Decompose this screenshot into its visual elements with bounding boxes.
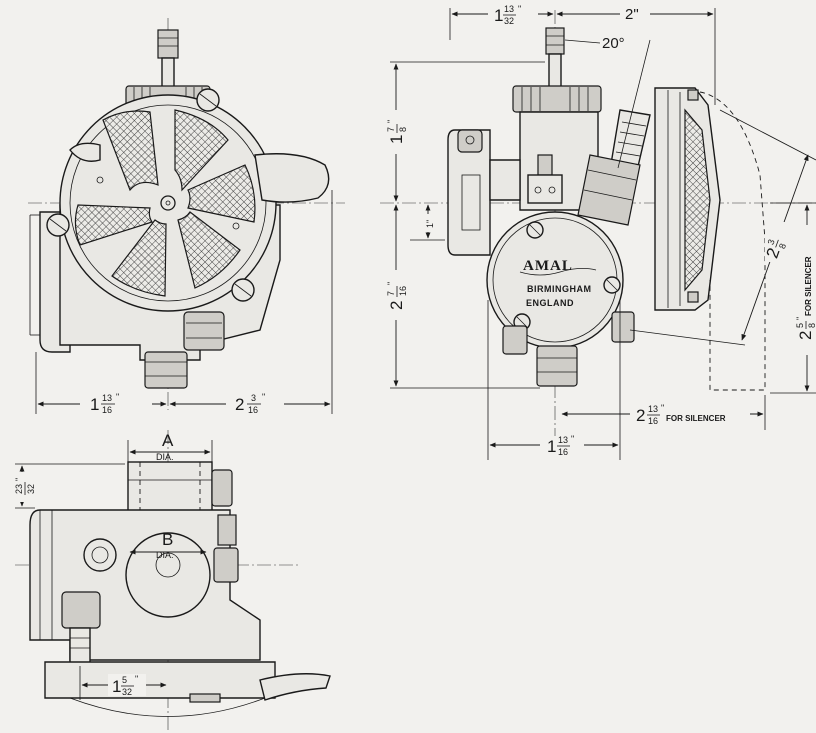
svg-text:2: 2 xyxy=(235,395,244,414)
label-a-dia: DIA. xyxy=(156,452,174,462)
svg-text:13: 13 xyxy=(648,404,658,414)
dim-side-top-left: 1 13 32 " xyxy=(494,4,521,26)
side-view: AMAL BIRMINGHAM ENGLAND xyxy=(380,4,816,460)
svg-text:1: 1 xyxy=(90,395,99,414)
svg-text:23: 23 xyxy=(14,484,24,494)
svg-text:": " xyxy=(262,392,265,402)
svg-text:8: 8 xyxy=(807,323,816,328)
svg-text:16: 16 xyxy=(648,416,658,426)
svg-text:13: 13 xyxy=(504,4,514,14)
svg-text:": " xyxy=(386,120,396,123)
svg-text:FOR SILENCER: FOR SILENCER xyxy=(666,414,726,423)
front-view xyxy=(28,18,345,414)
svg-text:32: 32 xyxy=(26,484,36,494)
svg-text:": " xyxy=(135,674,138,684)
svg-text:5: 5 xyxy=(122,675,127,685)
dim-side-height-lower: 2 7 16 " xyxy=(386,282,408,310)
svg-text:AMAL: AMAL xyxy=(523,258,573,274)
svg-text:1": 1" xyxy=(425,220,435,228)
svg-text:": " xyxy=(795,317,805,320)
svg-text:8: 8 xyxy=(777,242,788,250)
svg-text:13: 13 xyxy=(102,393,112,403)
dim-plan-bottom: 1 5 32 " xyxy=(112,674,138,697)
plan-view xyxy=(14,430,331,733)
svg-text:BIRMINGHAM: BIRMINGHAM xyxy=(527,284,592,294)
svg-text:2: 2 xyxy=(636,406,645,425)
svg-text:FOR SILENCER: FOR SILENCER xyxy=(804,256,813,316)
svg-text:1: 1 xyxy=(112,677,121,696)
label-a: A xyxy=(162,431,174,450)
svg-text:1: 1 xyxy=(547,437,556,456)
svg-text:16: 16 xyxy=(558,447,568,457)
dim-silencer-width: 2 13 16 " FOR SILENCER xyxy=(636,403,726,426)
svg-text:": " xyxy=(661,403,664,413)
svg-text:2: 2 xyxy=(387,301,406,310)
dim-front-right: 2 3 16 " xyxy=(235,392,265,415)
svg-text:3: 3 xyxy=(766,238,777,246)
dim-angle: 20° xyxy=(602,35,625,52)
dim-plan-height: 23 32 " xyxy=(14,478,36,495)
svg-text:5: 5 xyxy=(795,323,805,328)
svg-text:8: 8 xyxy=(398,127,408,132)
svg-text:2: 2 xyxy=(796,331,815,340)
dim-side-top-right: 2" xyxy=(625,6,639,23)
dim-front-left: 1 13 16 " xyxy=(90,392,119,415)
dim-side-height-upper: 1 7 8 " xyxy=(386,120,408,144)
svg-text:": " xyxy=(14,478,24,481)
nameplate: AMAL BIRMINGHAM ENGLAND xyxy=(519,258,597,308)
svg-text:7: 7 xyxy=(386,127,396,132)
svg-text:": " xyxy=(518,4,521,14)
svg-text:13: 13 xyxy=(558,435,568,445)
svg-text:32: 32 xyxy=(122,687,132,697)
dim-silencer-height: 2 5 8 " FOR SILENCER xyxy=(795,256,816,340)
svg-text:32: 32 xyxy=(504,16,514,26)
svg-text:": " xyxy=(116,392,119,402)
svg-text:16: 16 xyxy=(102,405,112,415)
svg-text:ENGLAND: ENGLAND xyxy=(526,298,574,308)
dim-side-bottom: 1 13 16 " xyxy=(547,434,574,457)
dim-side-height-one: 1" xyxy=(425,220,435,228)
svg-text:16: 16 xyxy=(398,286,408,296)
svg-text:7: 7 xyxy=(386,291,396,296)
svg-text:": " xyxy=(386,282,396,285)
air-filter-mesh xyxy=(74,109,256,297)
label-b: B xyxy=(162,530,173,549)
label-b-dia: DIA. xyxy=(156,550,174,560)
svg-text:": " xyxy=(571,434,574,444)
svg-text:3: 3 xyxy=(251,393,256,403)
svg-text:1: 1 xyxy=(494,6,503,25)
svg-text:1: 1 xyxy=(387,135,406,144)
svg-text:16: 16 xyxy=(248,405,258,415)
